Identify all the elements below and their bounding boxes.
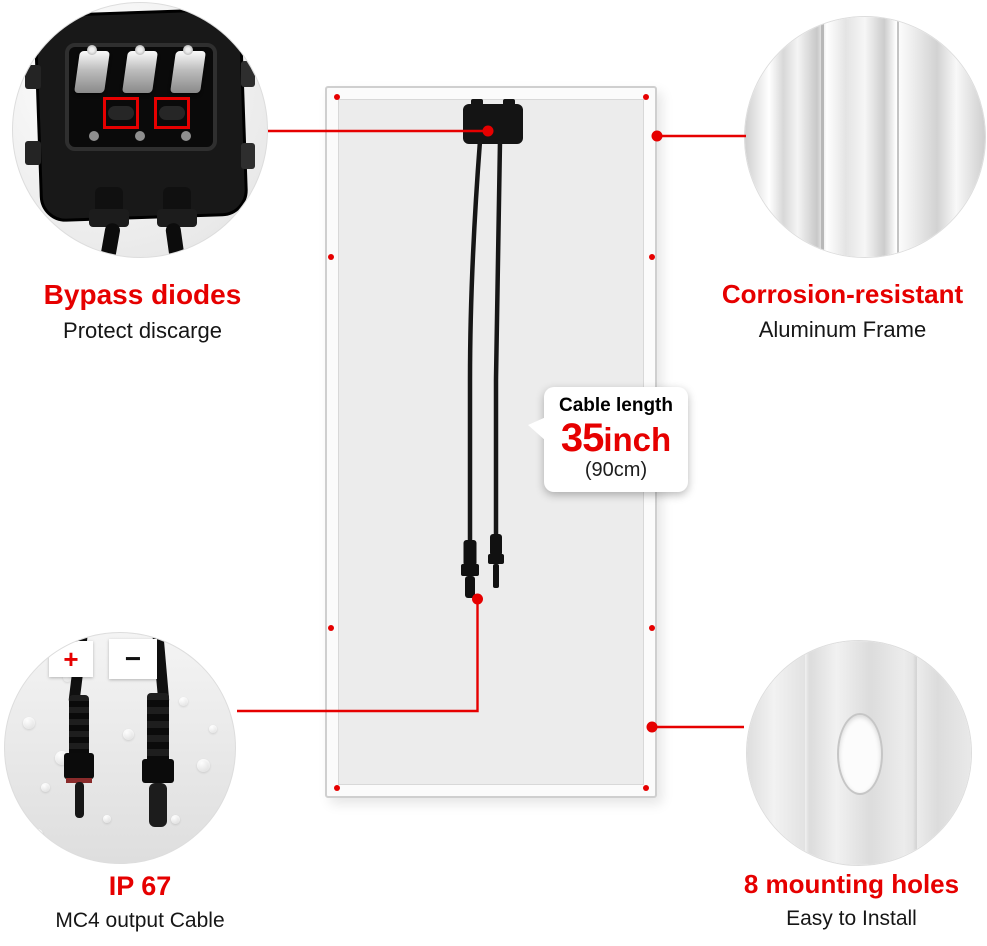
mounting-holes-subtitle: Easy to Install [786, 907, 917, 930]
output-cable-stub [164, 222, 189, 257]
mc4-male-nut [64, 753, 94, 779]
bypass-diode [159, 106, 185, 120]
bypass-diodes-photo [12, 2, 268, 258]
lid-hinge [25, 65, 41, 89]
terminal-clamp [74, 51, 110, 93]
cable-length-value: 35inch [548, 417, 684, 459]
water-droplet [209, 725, 217, 733]
mc4-connectors-photo: + − [4, 632, 236, 864]
mounting-hole-slot [837, 713, 883, 795]
junction-box [463, 99, 523, 144]
lid-clip [241, 61, 255, 87]
terminal-screw [87, 45, 97, 55]
bay-screw [181, 131, 191, 141]
bay-screw [135, 131, 145, 141]
water-droplet [179, 697, 188, 706]
frame-extrusion-texture [745, 17, 985, 257]
lid-hinge [25, 141, 41, 165]
bypass-diodes-caption: Bypass diodes Protect discarge [0, 279, 285, 344]
terminal-screw [183, 45, 193, 55]
bay-screw [89, 131, 99, 141]
mc4-female-body [147, 693, 169, 763]
positive-label: + [49, 641, 93, 677]
output-cable-stub [95, 222, 122, 257]
gland-nut [157, 209, 197, 227]
cable-length-number: 35 [560, 416, 604, 460]
mc4-female-nut [142, 759, 174, 783]
diode-highlight-box [103, 97, 139, 129]
bubble-tail [528, 417, 546, 441]
lid-clip [241, 143, 255, 169]
mounting-hole-photo [746, 640, 972, 866]
cable-length-unit: inch [603, 421, 672, 458]
frame-seam [897, 17, 899, 257]
water-droplet [41, 783, 50, 792]
cable-length-bubble: Cable length 35inch (90cm) [528, 387, 688, 492]
bypass-diode [108, 106, 134, 120]
corrosion-resistant-subtitle: Aluminum Frame [758, 317, 927, 342]
aluminum-frame-photo [744, 16, 986, 258]
mounting-holes-title: 8 mounting holes [743, 869, 960, 899]
mounting-holes-caption: 8 mounting holes Easy to Install [716, 869, 987, 931]
ip67-title: IP 67 [108, 871, 172, 901]
water-droplet [23, 717, 35, 729]
bypass-diodes-title: Bypass diodes [43, 279, 242, 310]
water-droplet [123, 729, 134, 740]
terminal-clamp [170, 51, 206, 93]
mc4-male-body [69, 695, 89, 757]
terminal-screw [135, 45, 145, 55]
water-droplet [197, 759, 210, 772]
water-droplet [33, 829, 43, 839]
water-droplet [191, 841, 201, 851]
diode-highlight-box [154, 97, 190, 129]
bypass-diodes-subtitle: Protect discarge [63, 318, 222, 343]
ip67-subtitle: MC4 output Cable [55, 909, 225, 932]
water-droplet [63, 673, 72, 682]
negative-label: − [109, 639, 157, 679]
water-droplet [171, 815, 180, 824]
ip67-caption: IP 67 MC4 output Cable [0, 871, 280, 933]
cable-length-label: Cable length [558, 395, 673, 416]
water-droplet [103, 815, 111, 823]
mc4-female-barrel [149, 783, 167, 827]
corrosion-resistant-caption: Corrosion-resistant Aluminum Frame [698, 279, 987, 343]
cable-length-metric: (90cm) [584, 459, 648, 481]
mc4-male-tip [75, 782, 84, 818]
terminal-clamp [122, 51, 158, 93]
corrosion-resistant-title: Corrosion-resistant [721, 279, 964, 309]
frame-seam [821, 17, 824, 257]
mc4-o-ring [66, 778, 92, 783]
gland-nut [89, 209, 129, 227]
